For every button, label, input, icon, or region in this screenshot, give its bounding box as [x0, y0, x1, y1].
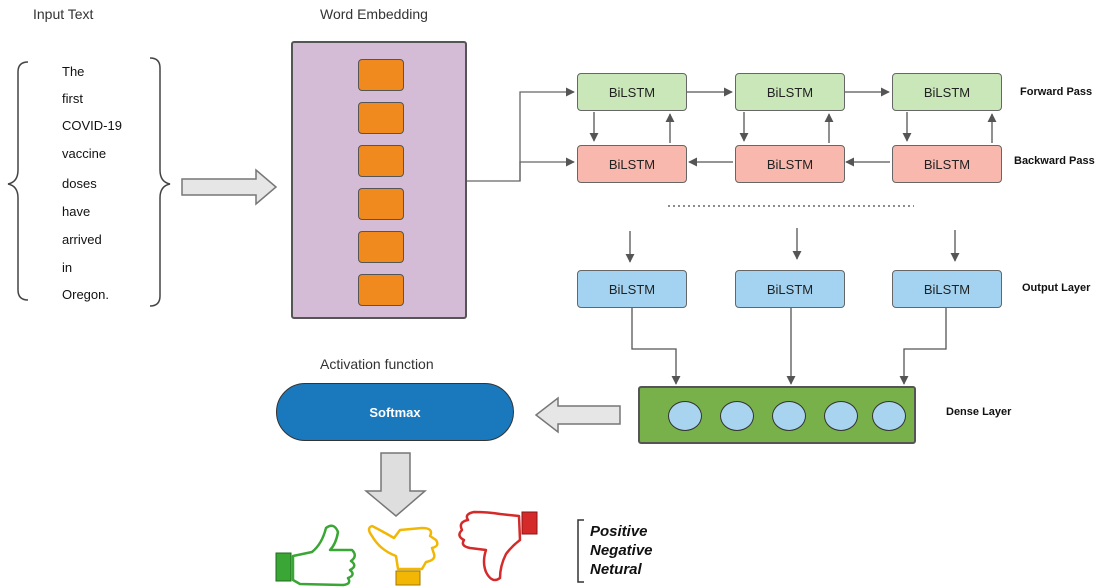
- word-embedding-title: Word Embedding: [320, 6, 428, 22]
- block-arrow-down-icon: [363, 452, 428, 517]
- output-to-dense-connectors: [631, 308, 947, 385]
- output-classes: Positive Negative Netural: [590, 522, 653, 579]
- input-text-title: Input Text: [33, 6, 94, 22]
- dense-layer: [638, 386, 916, 444]
- embedding-vector-cell: [358, 188, 404, 220]
- backward-bilstm-cell: BiLSTM: [735, 145, 845, 183]
- backward-bilstm-cell: BiLSTM: [577, 145, 687, 183]
- bilstm-label: BiLSTM: [766, 156, 814, 172]
- dense-neuron: [872, 401, 906, 431]
- output-bilstm-cell: BiLSTM: [735, 270, 845, 308]
- input-word: doses: [62, 176, 97, 191]
- brace-right-icon: [149, 57, 171, 307]
- bilstm-label: BiLSTM: [923, 281, 971, 297]
- output-bilstm-cell: BiLSTM: [577, 270, 687, 308]
- embedding-to-bilstm-connector: [467, 87, 575, 182]
- embedding-vector-cell: [358, 59, 404, 91]
- embedding-vector-cell: [358, 231, 404, 263]
- input-word: Oregon.: [62, 287, 109, 302]
- backward-bilstm-cell: BiLSTM: [892, 145, 1002, 183]
- embedding-vector-cell: [358, 102, 404, 134]
- input-word: in: [62, 260, 73, 275]
- embedding-vector-cell: [358, 145, 404, 177]
- dense-layer-label: Dense Layer: [946, 406, 1012, 418]
- input-word: The: [62, 64, 85, 79]
- softmax-node: Softmax: [276, 383, 514, 441]
- output-input-arrows: [625, 228, 960, 263]
- classes-bracket: [577, 519, 584, 583]
- thumbs-down-icon: [458, 510, 538, 582]
- forward-bilstm-cell: BiLSTM: [577, 73, 687, 111]
- word-embedding-panel: [291, 41, 467, 319]
- thumb-sideways-icon: [367, 524, 439, 586]
- bilstm-label: BiLSTM: [923, 84, 971, 100]
- brace-left-icon: [7, 61, 29, 301]
- backward-pass-label: Backward Pass: [1014, 155, 1095, 167]
- output-layer-label: Output Layer: [1022, 282, 1091, 294]
- bilstm-label: BiLSTM: [766, 84, 814, 100]
- bilstm-label: BiLSTM: [766, 281, 814, 297]
- class-negative: Negative: [590, 542, 653, 559]
- class-positive: Positive: [590, 523, 648, 540]
- forward-bilstm-cell: BiLSTM: [735, 73, 845, 111]
- dense-neuron: [668, 401, 702, 431]
- input-word: COVID-19: [62, 118, 122, 133]
- dense-neuron: [772, 401, 806, 431]
- class-neutral: Netural: [590, 561, 642, 578]
- input-word: have: [62, 204, 91, 219]
- bilstm-label: BiLSTM: [608, 84, 656, 100]
- input-word: first: [62, 91, 83, 106]
- dense-neuron: [824, 401, 858, 431]
- bilstm-label: BiLSTM: [923, 156, 971, 172]
- input-word: vaccine: [62, 146, 107, 161]
- dense-neuron: [720, 401, 754, 431]
- vertical-links: [589, 112, 997, 143]
- thumbs-up-icon: [275, 524, 356, 587]
- embedding-vector-cell: [358, 274, 404, 306]
- input-word: arrived: [62, 232, 102, 247]
- forward-pass-label: Forward Pass: [1020, 86, 1093, 98]
- bilstm-label: BiLSTM: [608, 281, 656, 297]
- output-bilstm-cell: BiLSTM: [892, 270, 1002, 308]
- block-arrow-right-icon: [181, 168, 278, 206]
- softmax-label: Softmax: [369, 404, 421, 420]
- activation-function-title: Activation function: [320, 356, 434, 372]
- block-arrow-left-icon: [534, 396, 621, 434]
- bilstm-label: BiLSTM: [608, 156, 656, 172]
- forward-bilstm-cell: BiLSTM: [892, 73, 1002, 111]
